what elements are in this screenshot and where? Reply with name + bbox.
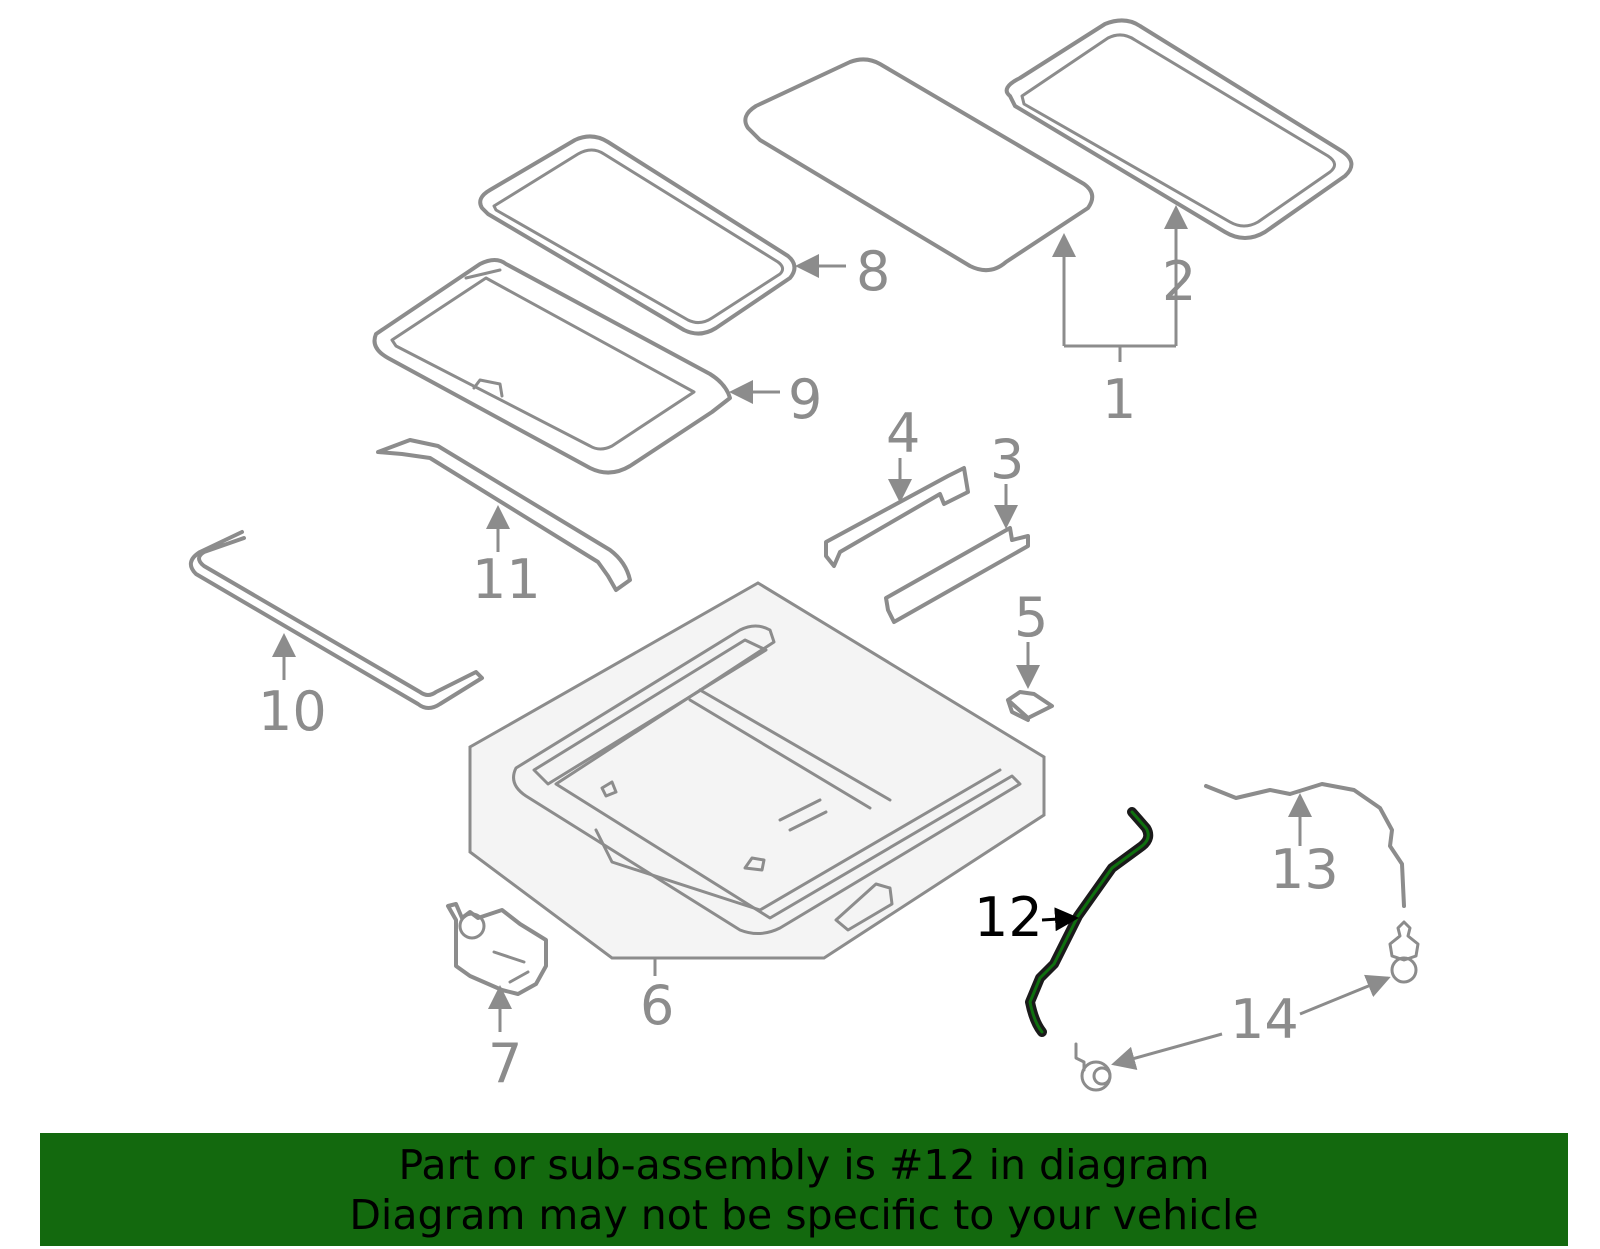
leader-lines [272,205,1391,1070]
part-14-clip-left [1074,1042,1112,1092]
callout-4: 4 [886,402,920,465]
callout-9: 9 [788,368,822,431]
part-8-seal [478,134,797,336]
part-7-motor [446,902,548,996]
callout-13: 13 [1270,838,1339,901]
callout-12: 12 [974,886,1043,949]
part-5-clip [1006,690,1054,722]
part-3-bracket [884,526,1030,624]
callout-2: 2 [1162,250,1196,313]
banner-line-1: Part or sub-assembly is #12 in diagram [398,1140,1210,1189]
part-13-drain-hose [1204,782,1406,908]
part-11-rail [376,438,632,592]
part-10-rail [188,530,484,710]
part-1-glass-panel [743,57,1095,273]
part-4-bracket [824,466,970,568]
callout-3: 3 [990,428,1024,491]
callout-14: 14 [1230,988,1299,1051]
callout-10: 10 [258,680,327,743]
callout-8: 8 [856,240,890,303]
part-2-glass-panel [1004,18,1354,240]
callout-11: 11 [472,548,541,611]
part-6-housing [468,581,1046,960]
banner-line-2: Diagram may not be specific to your vehi… [349,1190,1259,1239]
info-banner: Part or sub-assembly is #12 in diagram D… [40,1133,1568,1246]
part-12-drain-hose [1025,807,1154,1037]
part-9-frame [372,258,732,475]
callout-7: 7 [488,1032,522,1095]
part-14-clip-right [1388,920,1420,984]
callout-5: 5 [1014,586,1048,649]
callout-1: 1 [1102,368,1136,431]
callout-6: 6 [640,974,674,1037]
